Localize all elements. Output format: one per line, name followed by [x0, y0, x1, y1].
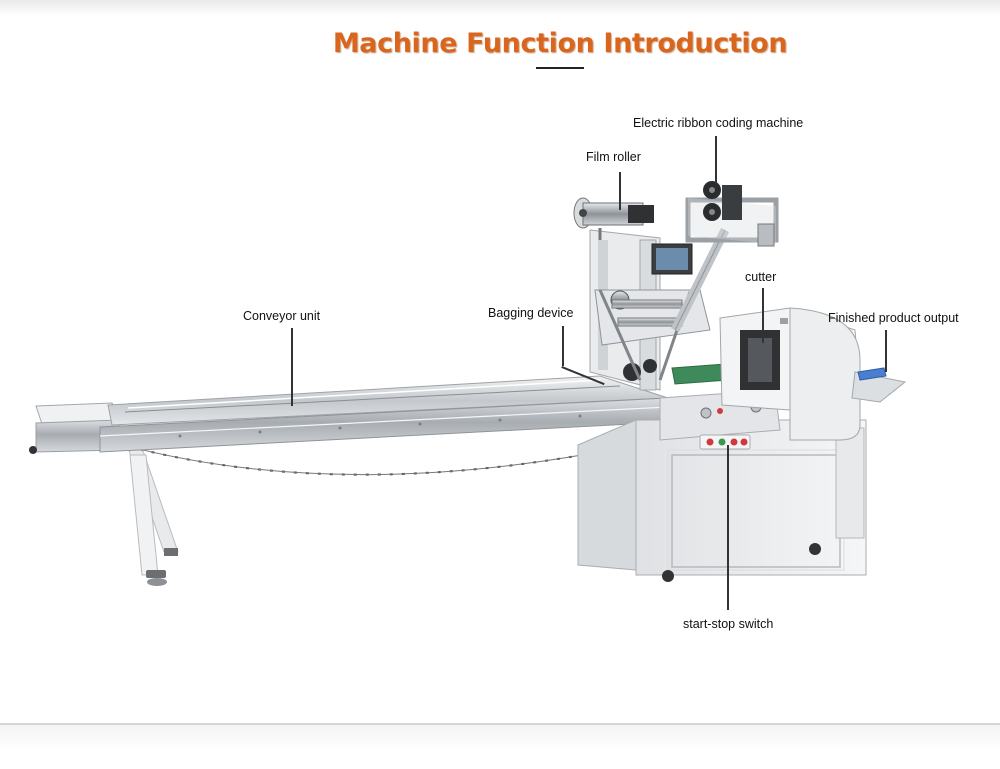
- callout-line-bagging: [562, 326, 564, 366]
- conveyor-body: [29, 375, 669, 454]
- start-stop-buttons: [699, 434, 751, 450]
- callout-line-switch: [727, 445, 729, 610]
- label-output: Finished product output: [828, 311, 959, 325]
- callout-line-output: [885, 330, 887, 372]
- top-border: [0, 0, 1000, 16]
- callout-line-conveyor: [291, 328, 293, 406]
- label-bagging: Bagging device: [488, 306, 574, 320]
- label-cutter: cutter: [745, 270, 777, 284]
- film-roll: [573, 197, 654, 240]
- cutter-housing: [719, 307, 861, 441]
- label-conveyor: Conveyor unit: [243, 309, 321, 323]
- ribbon-coder: [685, 181, 779, 247]
- title-underline: [536, 67, 584, 69]
- output-tray: [851, 367, 907, 403]
- label-ribbon-coder: Electric ribbon coding machine: [633, 116, 804, 130]
- page-title: Machine Function Introduction: [332, 28, 788, 59]
- bagging-device: [594, 289, 711, 381]
- main-cabinet: [577, 419, 867, 582]
- callout-line-film-roller: [619, 172, 621, 210]
- conveyor-leg: [125, 441, 179, 586]
- callout-line-cutter: [762, 288, 764, 343]
- callout-line-ribbon-coder: [715, 136, 717, 184]
- label-film-roller: Film roller: [586, 150, 641, 164]
- label-switch: start-stop switch: [683, 617, 774, 631]
- bottom-border: [0, 723, 1000, 769]
